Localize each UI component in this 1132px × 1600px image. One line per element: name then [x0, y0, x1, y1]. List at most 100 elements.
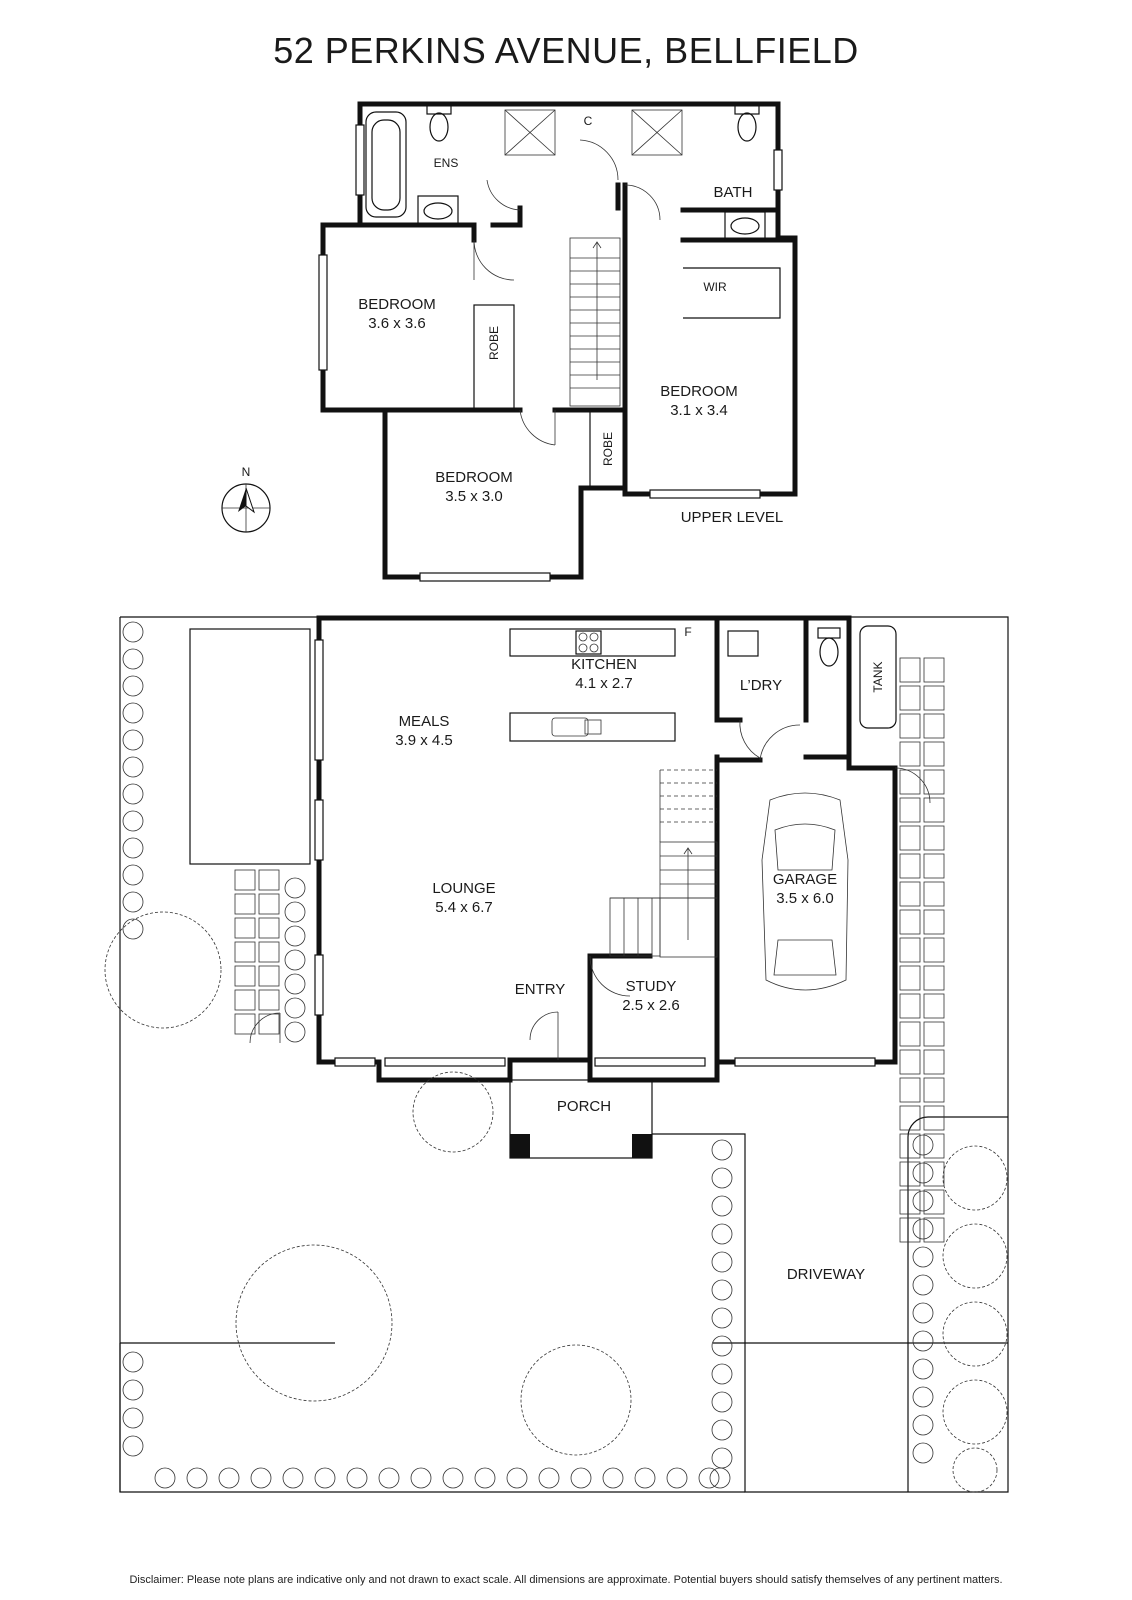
room-wir-label: WIR — [703, 280, 727, 294]
shrub — [284, 949, 306, 971]
bedroom-3-name: BEDROOM — [435, 469, 513, 486]
room-robe-label-2: ROBE — [601, 432, 615, 466]
compass-icon — [221, 483, 271, 533]
shrub — [711, 1223, 733, 1245]
room-c-label: C — [584, 114, 593, 128]
garage-name: GARAGE — [773, 871, 837, 888]
paver — [899, 769, 921, 795]
paver — [923, 685, 945, 711]
bedroom-2-name: BEDROOM — [660, 383, 738, 400]
shrub — [282, 1467, 304, 1489]
tree — [520, 1344, 632, 1456]
shrub — [711, 1419, 733, 1441]
lounge-name: LOUNGE — [432, 880, 495, 897]
shrub — [410, 1467, 432, 1489]
compass-label: N — [242, 465, 251, 479]
paver — [923, 1105, 945, 1131]
shrub — [122, 756, 144, 778]
room-bath-label: BATH — [714, 184, 753, 201]
paver — [923, 797, 945, 823]
shrub — [711, 1167, 733, 1189]
shrub — [912, 1386, 934, 1408]
shrub — [442, 1467, 464, 1489]
garage-dims: 3.5 x 6.0 — [776, 890, 834, 907]
paver — [923, 965, 945, 991]
paver — [234, 941, 256, 963]
paver — [234, 965, 256, 987]
shrub — [122, 702, 144, 724]
shrub — [378, 1467, 400, 1489]
paver — [923, 937, 945, 963]
upper-level-label: UPPER LEVEL — [681, 509, 784, 526]
paver — [923, 909, 945, 935]
shrub — [122, 810, 144, 832]
paver — [923, 1049, 945, 1075]
fridge-label: F — [684, 625, 691, 639]
paver — [234, 1013, 256, 1035]
shrub — [666, 1467, 688, 1489]
shrub — [711, 1335, 733, 1357]
shrub — [912, 1442, 934, 1464]
paver — [234, 917, 256, 939]
shrub — [912, 1246, 934, 1268]
shrub — [346, 1467, 368, 1489]
paver — [258, 989, 280, 1011]
shrub — [912, 1330, 934, 1352]
shrub — [711, 1279, 733, 1301]
shrub — [912, 1274, 934, 1296]
paver — [899, 741, 921, 767]
shrub — [186, 1467, 208, 1489]
shrub — [122, 648, 144, 670]
paver — [234, 893, 256, 915]
shrub — [698, 1467, 720, 1489]
tree — [942, 1379, 1008, 1445]
shrub — [122, 1407, 144, 1429]
tree — [952, 1447, 998, 1493]
shrub — [634, 1467, 656, 1489]
paver — [923, 741, 945, 767]
tree — [235, 1244, 393, 1402]
paver — [258, 917, 280, 939]
shrub — [122, 621, 144, 643]
shrub — [154, 1467, 176, 1489]
paver — [923, 825, 945, 851]
paver — [923, 1077, 945, 1103]
paver — [923, 1217, 945, 1243]
study-dims: 2.5 x 2.6 — [622, 997, 680, 1014]
page-title: 52 PERKINS AVENUE, BELLFIELD — [273, 30, 859, 71]
paver — [899, 909, 921, 935]
kitchen-dims: 4.1 x 2.7 — [575, 675, 633, 692]
shrub — [122, 837, 144, 859]
shrub — [912, 1190, 934, 1212]
shrub — [122, 891, 144, 913]
paver — [899, 1021, 921, 1047]
paver — [923, 769, 945, 795]
paver — [258, 965, 280, 987]
paver — [899, 993, 921, 1019]
ground-level-plan: F KITCHEN 4.1 x 2.7 L’DRY TANK MEALS 3.9… — [104, 615, 1009, 1493]
shrub — [122, 675, 144, 697]
laundry-label: L’DRY — [740, 677, 782, 694]
bedroom-2-dims: 3.1 x 3.4 — [670, 402, 728, 419]
paver — [899, 685, 921, 711]
tree — [942, 1301, 1008, 1367]
paver — [899, 1189, 921, 1215]
tree — [412, 1071, 494, 1153]
room-robe-label-1: ROBE — [487, 326, 501, 360]
shrub — [122, 1351, 144, 1373]
entry-label: ENTRY — [515, 981, 566, 998]
shrub — [314, 1467, 336, 1489]
car-icon — [761, 792, 849, 991]
shrub — [250, 1467, 272, 1489]
shrub — [218, 1467, 240, 1489]
paver — [899, 853, 921, 879]
shrub — [538, 1467, 560, 1489]
shrub — [711, 1307, 733, 1329]
paver — [258, 869, 280, 891]
shrub — [122, 864, 144, 886]
tree — [104, 911, 222, 1029]
paver — [923, 853, 945, 879]
paver — [923, 993, 945, 1019]
paver — [923, 1021, 945, 1047]
